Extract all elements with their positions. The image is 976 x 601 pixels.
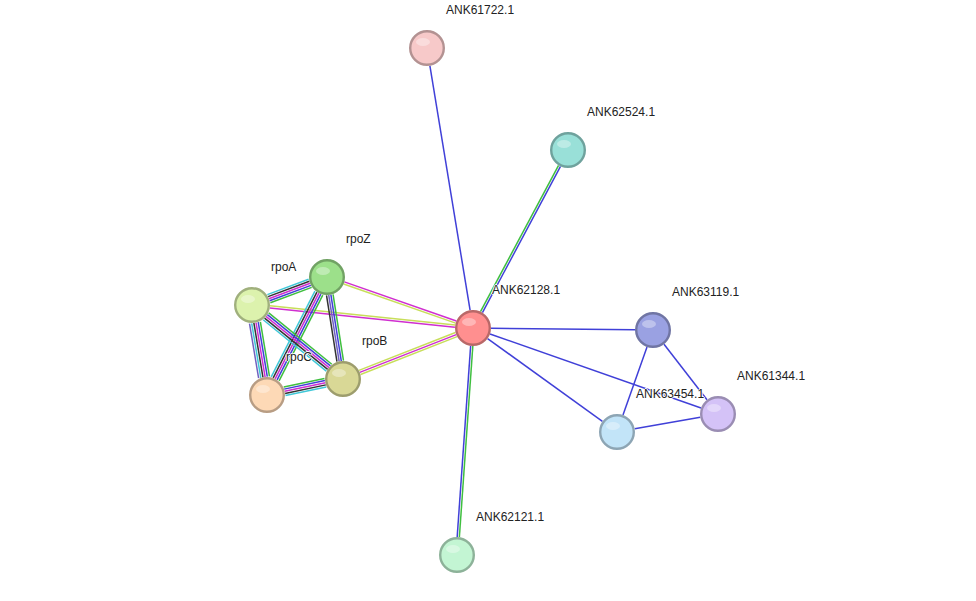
node-disc	[410, 31, 444, 65]
protein-node: rpoZ	[309, 259, 345, 295]
node-highlight	[316, 267, 330, 275]
node-circle	[550, 132, 586, 168]
evidence-line	[491, 328, 635, 330]
node-label: ANK62128.1	[492, 283, 560, 297]
node-highlight	[416, 38, 430, 46]
node-disc	[456, 311, 490, 345]
evidence-line	[327, 295, 337, 361]
interaction-edge	[327, 294, 344, 361]
protein-node: rpoB	[325, 361, 361, 397]
node-circle	[409, 30, 445, 66]
node-highlight	[642, 320, 656, 328]
interaction-edge	[250, 322, 270, 378]
node-highlight	[446, 545, 460, 553]
interaction-edge	[359, 333, 457, 375]
node-circle	[439, 537, 475, 573]
interaction-edge	[635, 417, 701, 429]
node-circle	[599, 414, 635, 450]
protein-node: ANK61722.1	[409, 30, 445, 66]
node-label: rpoC	[286, 350, 312, 364]
evidence-line	[268, 281, 309, 296]
node-highlight	[332, 369, 346, 377]
node-highlight	[256, 385, 270, 393]
evidence-line	[252, 323, 261, 377]
node-label: rpoA	[271, 260, 296, 274]
node-circle	[455, 310, 491, 346]
node-circle	[249, 377, 285, 413]
node-label: ANK63119.1	[672, 285, 739, 299]
node-circle	[309, 259, 345, 295]
node-label: rpoB	[362, 334, 387, 348]
node-disc	[250, 378, 284, 412]
node-highlight	[707, 404, 721, 412]
evidence-line	[635, 417, 701, 429]
evidence-line	[457, 346, 470, 537]
protein-node: ANK62128.1	[455, 310, 491, 346]
evidence-line	[267, 315, 330, 366]
node-label: ANK62121.1	[476, 510, 544, 524]
node-circle	[234, 287, 270, 323]
protein-node: ANK61344.1	[700, 396, 736, 432]
evidence-line	[271, 291, 315, 377]
node-disc	[326, 362, 360, 396]
evidence-line	[269, 313, 332, 364]
node-label: rpoZ	[346, 232, 371, 246]
evidence-line	[250, 324, 259, 378]
evidence-line	[286, 387, 327, 396]
node-circle	[635, 312, 671, 348]
node-highlight	[606, 422, 620, 430]
node-circle	[325, 361, 361, 397]
node-disc	[310, 260, 344, 294]
node-disc	[551, 133, 585, 167]
node-disc	[701, 397, 735, 431]
evidence-line	[360, 335, 456, 373]
evidence-line	[459, 346, 472, 537]
evidence-line	[329, 295, 339, 361]
interaction-edge	[623, 347, 647, 415]
node-label: ANK61344.1	[737, 369, 805, 383]
node-label: ANK62524.1	[587, 105, 655, 119]
evidence-line	[263, 320, 326, 371]
protein-node: ANK63454.1	[599, 414, 635, 450]
evidence-line	[488, 339, 603, 422]
node-label: ANK63454.1	[636, 387, 704, 401]
evidence-line	[267, 279, 308, 294]
evidence-line	[265, 318, 328, 369]
node-disc	[600, 415, 634, 449]
interaction-edge	[284, 378, 327, 395]
node-label: ANK61722.1	[446, 3, 514, 17]
evidence-line	[623, 347, 647, 415]
evidence-line	[430, 66, 470, 310]
node-disc	[636, 313, 670, 347]
interaction-edge	[263, 313, 332, 371]
protein-node: rpoA	[234, 287, 270, 323]
evidence-line	[266, 316, 329, 367]
node-highlight	[241, 295, 255, 303]
evidence-line	[270, 306, 455, 325]
node-disc	[235, 288, 269, 322]
evidence-line	[482, 166, 560, 312]
interaction-edge	[457, 346, 473, 537]
evidence-line	[254, 323, 263, 377]
evidence-line	[359, 333, 455, 371]
interaction-edge	[488, 339, 603, 422]
node-circle	[700, 396, 736, 432]
interaction-edge	[267, 279, 311, 303]
protein-node: ANK62524.1	[550, 132, 586, 168]
evidence-line	[331, 295, 341, 361]
node-highlight	[557, 140, 571, 148]
protein-node: ANK63119.1	[635, 312, 671, 348]
interaction-edge	[491, 328, 635, 330]
node-highlight	[462, 318, 476, 326]
interaction-edge	[481, 165, 561, 312]
interaction-edge	[430, 66, 470, 310]
node-disc	[440, 538, 474, 572]
protein-node: ANK62121.1	[439, 537, 475, 573]
protein-node: rpoC	[249, 377, 285, 413]
